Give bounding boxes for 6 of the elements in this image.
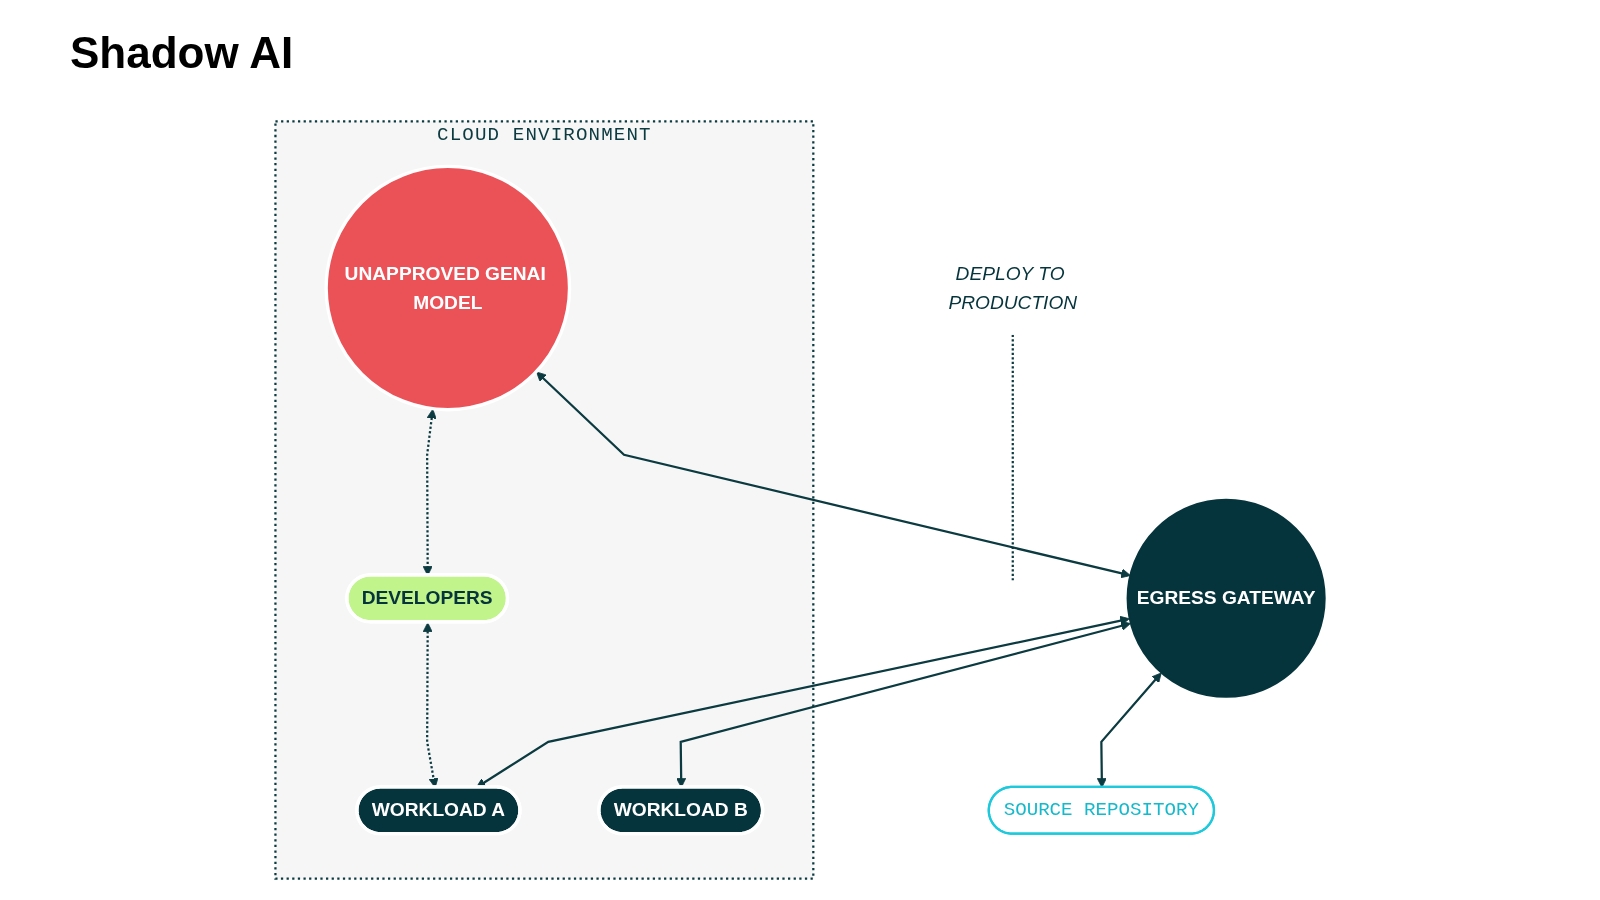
connector — [1011, 334, 1014, 581]
node-circle: UNAPPROVED GENAI MODEL — [324, 164, 572, 412]
node-circle: EGRESS GATEWAY — [1126, 498, 1326, 698]
arrow — [536, 371, 1131, 579]
title: Shadow AI — [70, 28, 294, 78]
node-text: DEPLOY TO PRODUCTION — [948, 262, 1078, 313]
